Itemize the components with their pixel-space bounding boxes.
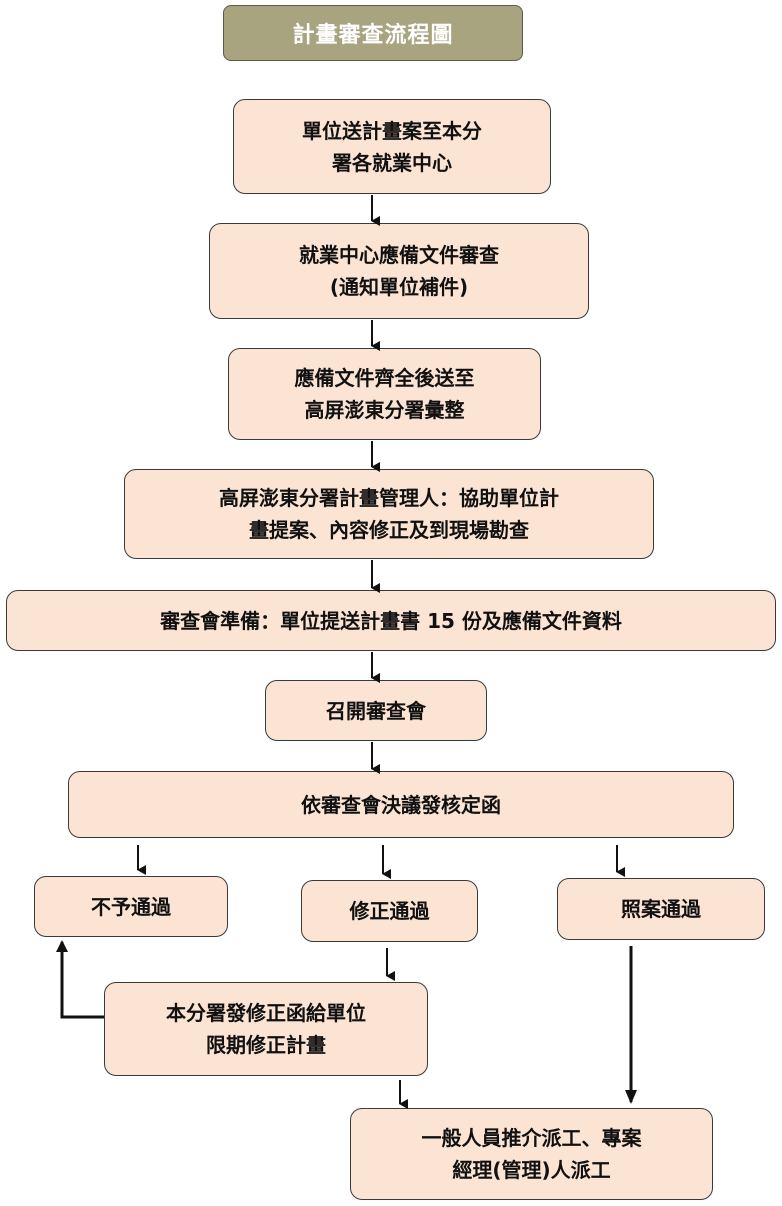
step-decision: 依審查會決議發核定函 xyxy=(68,771,734,838)
step-decision-line-1: 依審查會決議發核定函 xyxy=(301,792,501,817)
step-dispatch-line-1: 一般人員推介派工、專案 xyxy=(421,1126,642,1150)
step-forward-line-2: 高屏澎東分署彙整 xyxy=(304,398,465,422)
step-revision-letter: 本分署發修正函給單位 限期修正計畫 xyxy=(104,982,428,1076)
step-prep: 審查會準備：單位提送計畫書 15 份及應備文件資料 xyxy=(6,590,776,651)
step-manager-line-2: 畫提案、內容修正及到現場勘查 xyxy=(249,518,529,542)
step-revision-letter-line-1: 本分署發修正函給單位 xyxy=(166,1001,366,1025)
step-submit-line-1: 單位送計畫案至本分 xyxy=(302,118,482,143)
step-forward: 應備文件齊全後送至 高屏澎東分署彙整 xyxy=(228,348,541,440)
step-dispatch: 一般人員推介派工、專案 經理(管理)人派工 xyxy=(350,1108,713,1200)
step-dispatch-line-2: 經理(管理)人派工 xyxy=(452,1158,611,1182)
step-forward-line-1: 應備文件齊全後送至 xyxy=(294,366,475,390)
step-revise-line-1: 修正通過 xyxy=(349,899,430,923)
arrow-letter-to-reject xyxy=(56,940,104,1019)
step-reject: 不予通過 xyxy=(34,876,228,937)
diagram-title: 計畫審查流程圖 xyxy=(223,5,523,61)
diagram-title-text: 計畫審查流程圖 xyxy=(292,23,454,48)
step-doc-review-line-1: 就業中心應備文件審查 xyxy=(299,243,499,267)
step-doc-review-line-2: (通知單位補件) xyxy=(329,275,469,299)
step-approve-line-1: 照案通過 xyxy=(621,897,701,921)
step-meeting-line-1: 召開審查會 xyxy=(326,698,426,723)
step-revise: 修正通過 xyxy=(301,880,478,942)
step-manager: 高屏澎東分署計畫管理人：協助單位計 畫提案、內容修正及到現場勘查 xyxy=(124,469,654,559)
step-manager-line-1: 高屏澎東分署計畫管理人：協助單位計 xyxy=(219,486,559,510)
step-submit-line-2: 署各就業中心 xyxy=(332,150,452,175)
step-reject-line-1: 不予通過 xyxy=(91,894,171,919)
step-meeting: 召開審查會 xyxy=(265,680,487,741)
step-revision-letter-line-2: 限期修正計畫 xyxy=(206,1033,326,1057)
step-doc-review: 就業中心應備文件審查 (通知單位補件) xyxy=(209,223,589,319)
step-approve: 照案通過 xyxy=(557,878,765,940)
step-submit: 單位送計畫案至本分 署各就業中心 xyxy=(233,99,551,194)
step-prep-line-1: 審查會準備：單位提送計畫書 15 份及應備文件資料 xyxy=(160,608,622,633)
